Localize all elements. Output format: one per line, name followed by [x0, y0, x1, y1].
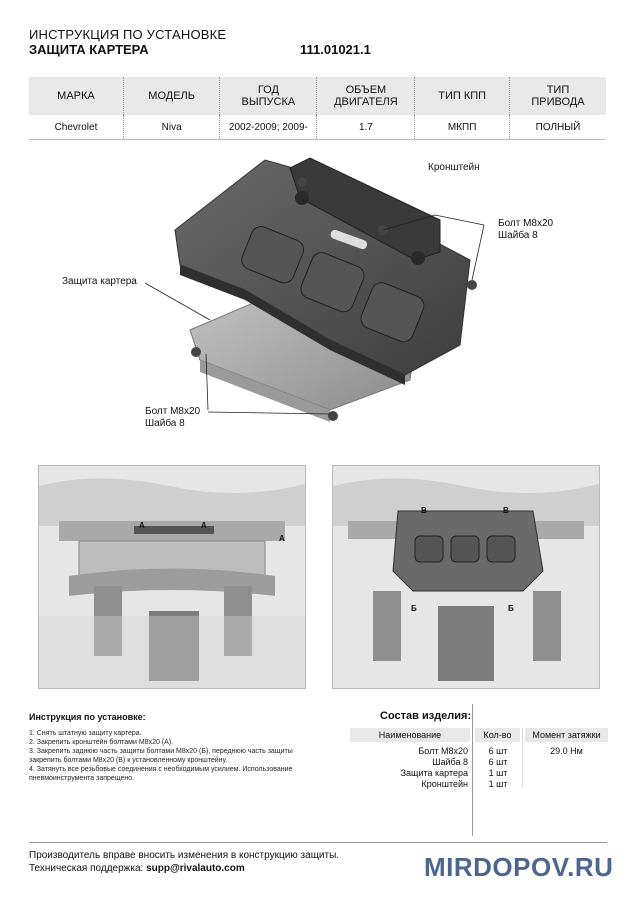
- instruction-step: пневмоинструмента запрещено.: [29, 775, 135, 782]
- washer-label-bottom: Шайба 8: [145, 418, 185, 429]
- instruction-step: 1. Снять штатную защиту картера.: [29, 730, 142, 737]
- watermark: MIRDOPOV.RU: [424, 852, 614, 882]
- instructions-title: Инструкция по установке:: [29, 712, 146, 722]
- comp-qty: 1 шт: [488, 779, 508, 789]
- support-email[interactable]: supp@rivalauto.com: [146, 863, 245, 874]
- comp-header-qty: Кол-во: [475, 728, 520, 742]
- cell-gearbox: МКПП: [414, 115, 510, 140]
- photo-bracket-installed: А А А: [38, 465, 306, 689]
- doc-title: ИНСТРУКЦИЯ ПО УСТАНОВКЕ: [29, 27, 227, 42]
- footer-notice: Производитель вправе вносить изменения в…: [29, 850, 340, 861]
- guard-label: Защита картера: [62, 276, 137, 287]
- bracket: [289, 157, 441, 265]
- marker-a-1: А: [139, 521, 145, 530]
- bracket-label: Кронштейн: [428, 162, 480, 173]
- marker-b-2: Б: [508, 604, 514, 613]
- table-row: Chevrolet Niva 2002-2009; 2009- 1.7 МКПП…: [29, 115, 606, 140]
- cell-year: 2002-2009; 2009-: [219, 115, 318, 140]
- instruction-step: закрепить болтами М8х20 (В) к установлен…: [29, 757, 228, 764]
- composition-title: Состав изделия:: [380, 710, 472, 722]
- col-engine: ОБЪЕМ ДВИГАТЕЛЯ: [316, 77, 416, 115]
- comp-name: Защита картера: [400, 768, 468, 778]
- exploded-diagram: [144, 157, 485, 422]
- comp-divider: [522, 728, 523, 788]
- marker-b-1: Б: [411, 604, 417, 613]
- instruction-step: 4. Затянуть все резьбовые соединения с н…: [29, 766, 293, 773]
- marker-a-3: А: [279, 534, 285, 543]
- col-make: МАРКА: [29, 77, 124, 115]
- main-guard-plate: [174, 159, 471, 385]
- comp-name: Шайба 8: [432, 757, 468, 767]
- bolt-label-top: Болт М8х20: [498, 218, 554, 229]
- photo-guard-installed: В В Б Б: [332, 465, 600, 689]
- cell-make: Chevrolet: [29, 115, 124, 140]
- instruction-step: 3. Закрепить заднюю часть защиты болтами…: [29, 748, 293, 755]
- footer-support: Техническая поддержка: supp@rivalauto.co…: [29, 863, 245, 874]
- col-model: МОДЕЛЬ: [123, 77, 221, 115]
- marker-v-1: В: [421, 506, 427, 515]
- comp-name: Кронштейн: [421, 779, 468, 789]
- vehicle-spec-table: МАРКА МОДЕЛЬ ГОД ВЫПУСКА ОБЪЕМ ДВИГАТЕЛЯ…: [29, 77, 606, 140]
- marker-v-2: В: [503, 506, 509, 515]
- comp-torque: 29.0 Нм: [550, 746, 583, 756]
- comp-header-name: Наименование: [350, 728, 470, 742]
- comp-name: Болт М8х20: [418, 746, 468, 756]
- product-name: ЗАЩИТА КАРТЕРА: [29, 42, 149, 57]
- cell-engine: 1.7: [316, 115, 416, 140]
- instruction-step: 2. Закрепить кронштейн болтами М8х20 (А)…: [29, 739, 174, 746]
- leader-lines: [144, 214, 485, 415]
- cell-model: Niva: [123, 115, 221, 140]
- comp-qty: 6 шт: [488, 746, 508, 756]
- col-drive: ТИП ПРИВОДА: [509, 77, 606, 115]
- marker-a-2: А: [201, 521, 207, 530]
- comp-qty: 1 шт: [488, 768, 508, 778]
- support-label: Техническая поддержка:: [29, 863, 144, 874]
- washer-label-top: Шайба 8: [498, 230, 538, 241]
- bolt-icon: [191, 177, 477, 421]
- cell-drive: ПОЛНЫЙ: [509, 115, 606, 140]
- col-gearbox: ТИП КПП: [414, 77, 510, 115]
- part-number: 111.01021.1: [300, 42, 371, 57]
- footer-divider: [29, 842, 607, 843]
- bolt-label-bottom: Болт М8х20: [145, 406, 201, 417]
- comp-divider: [472, 704, 473, 836]
- col-year: ГОД ВЫПУСКА: [219, 77, 318, 115]
- comp-qty: 6 шт: [488, 757, 508, 767]
- comp-header-torque: Момент затяжки: [525, 728, 608, 742]
